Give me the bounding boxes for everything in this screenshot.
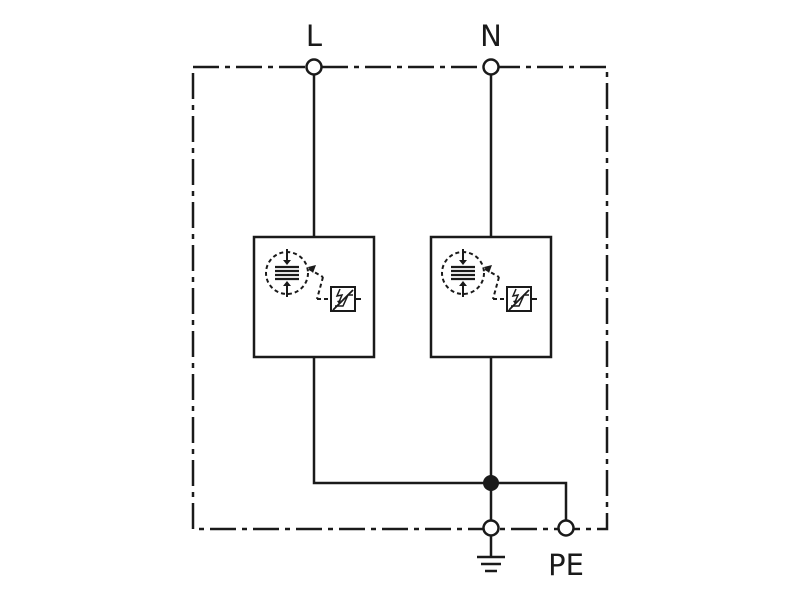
- terminal-label-pe: PE: [548, 548, 584, 582]
- protection-module-n: [429, 235, 553, 359]
- line-wire-bottom: [312, 357, 568, 521]
- ground-symbol-icon: [477, 536, 505, 573]
- terminal-pe: [557, 519, 575, 537]
- junction-node: [483, 475, 499, 491]
- terminal-label-l: L: [305, 19, 323, 53]
- enclosure-outline: [191, 65, 609, 531]
- terminal-n: [482, 58, 500, 76]
- terminal-ground: [482, 519, 500, 537]
- terminal-l: [305, 58, 323, 76]
- terminal-label-n: N: [480, 19, 502, 53]
